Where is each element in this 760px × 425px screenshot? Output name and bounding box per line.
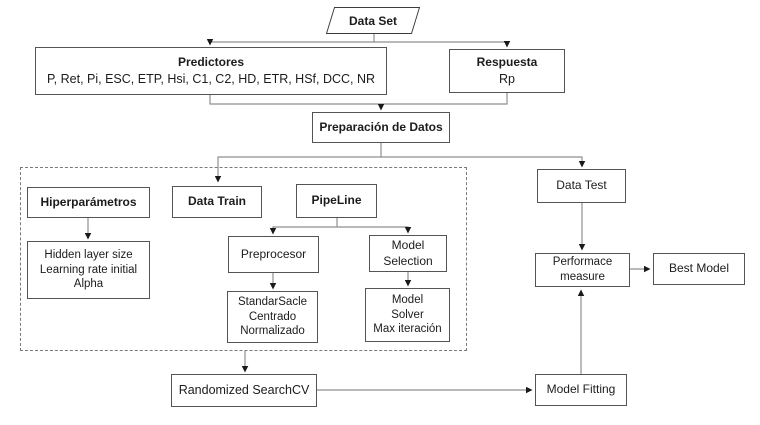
node-predictores: Predictores P, Ret, Pi, ESC, ETP, Hsi, C… — [35, 47, 387, 95]
model-solver-line3: Max iteración — [373, 323, 442, 336]
node-preprocesor: Preprocesor — [228, 236, 319, 273]
preparacion-label: Preparación de Datos — [319, 119, 443, 134]
node-model-fitting: Model Fitting — [535, 374, 627, 406]
hp-detalle-line2: Learning rate initial — [39, 263, 138, 276]
node-hiperparametros: Hiperparámetros — [27, 187, 150, 218]
node-best-model: Best Model — [653, 253, 745, 285]
hp-detalle-line1: Hidden layer size — [44, 248, 133, 261]
performace-measure-line1: Performace — [552, 256, 613, 269]
standar-sacle-line2: Centrado — [248, 310, 297, 323]
node-randomized-searchcv: Randomized SearchCV — [171, 374, 317, 407]
hiperparametros-label: Hiperparámetros — [40, 194, 137, 209]
data-train-label: Data Train — [187, 194, 247, 209]
respuesta-title: Respuesta — [476, 55, 538, 70]
node-preparacion-de-datos: Preparación de Datos — [312, 112, 450, 143]
best-model-label: Best Model — [668, 261, 730, 276]
data-test-label: Data Test — [556, 178, 607, 193]
node-hiperparametros-detalle: Hidden layer size Learning rate initial … — [27, 241, 150, 299]
model-solver-line1: Model — [391, 293, 424, 306]
performace-measure-line2: measure — [560, 271, 605, 283]
model-selection-line1: Model — [391, 237, 425, 252]
pipeline-label: PipeLine — [311, 193, 362, 208]
model-selection-line2: Selection — [383, 253, 433, 268]
node-respuesta: Respuesta Rp — [449, 49, 565, 93]
node-model-selection: Model Selection — [369, 235, 447, 272]
node-standar-sacle: StandarSacle Centrado Normalizado — [227, 291, 318, 343]
node-data-set-label: Data Set — [348, 13, 398, 28]
standar-sacle-line1: StandarSacle — [237, 295, 308, 308]
node-pipeline: PipeLine — [296, 184, 377, 218]
hp-detalle-line3: Alpha — [73, 278, 104, 291]
node-data-set: Data Set — [325, 7, 421, 34]
node-performace-measure: Performace measure — [535, 253, 630, 287]
model-fitting-label: Model Fitting — [546, 382, 616, 397]
respuesta-value: Rp — [499, 71, 515, 86]
node-data-test: Data Test — [537, 169, 626, 203]
predictores-variables: P, Ret, Pi, ESC, ETP, Hsi, C1, C2, HD, E… — [46, 72, 376, 87]
model-solver-line2: Solver — [391, 308, 424, 321]
preprocesor-label: Preprocesor — [240, 246, 307, 261]
node-data-train: Data Train — [172, 186, 262, 218]
standar-sacle-line3: Normalizado — [240, 325, 305, 338]
node-model-solver: Model Solver Max iteración — [365, 288, 450, 342]
randomized-searchcv-label: Randomized SearchCV — [178, 383, 310, 398]
predictores-title: Predictores — [177, 54, 245, 69]
dashed-group-pipeline-setup — [20, 167, 467, 351]
